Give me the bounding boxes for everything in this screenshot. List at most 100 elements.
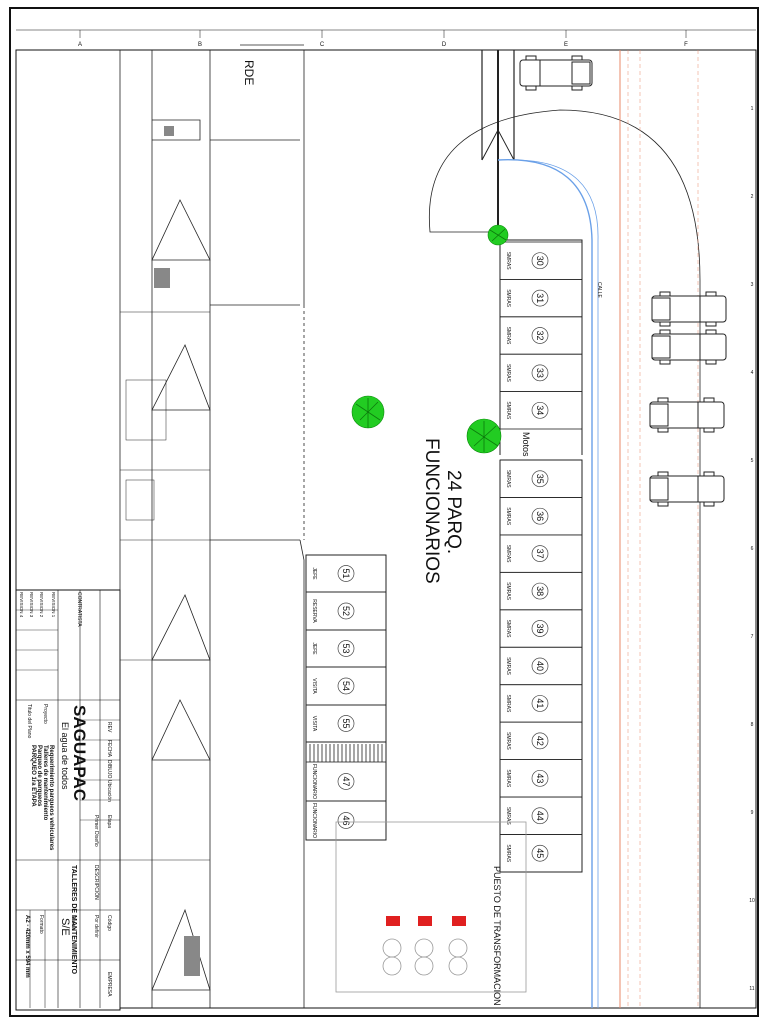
transformer-icon (418, 916, 432, 926)
stall-number: 53 (341, 643, 351, 653)
stall-type-label: SMRAS (505, 252, 511, 270)
stall-number-circle (531, 844, 549, 862)
row-label: 10 (749, 898, 755, 904)
tree-texture (355, 228, 507, 452)
truck-icon-2 (651, 329, 727, 365)
stall-tag-label: VISITA (311, 716, 317, 732)
row-label: 2 (751, 194, 754, 200)
stall-number-circle (531, 769, 549, 787)
row-label: 4 (751, 370, 754, 376)
stall-number: 31 (535, 293, 545, 303)
description-line-2: Talleres de mantenimiento (42, 745, 48, 821)
stall-type-label: SMRAS (505, 732, 511, 750)
stall-type-label: SMRAS (505, 364, 511, 382)
etapa-label: Etapa (106, 815, 112, 828)
stall-number-circle (531, 657, 549, 675)
stall-number: 43 (535, 773, 545, 783)
parking-right-stalls: 30SMRAS31SMRAS32SMRAS33SMRAS34SMRAS35SMR… (499, 241, 583, 873)
scale-label: Escala (70, 915, 76, 930)
stall-type-label: SMRAS (505, 545, 511, 563)
stall-number: 32 (535, 330, 545, 340)
stall-number-circle (337, 602, 355, 620)
title-block: SAGUAPAC El agua de todos Requerimiento … (15, 589, 121, 1011)
row-label: 11 (749, 986, 754, 992)
stall-number: 36 (535, 511, 545, 521)
stall-type-label: SMRAS (505, 695, 511, 713)
dibujo-label: DIBUJO (106, 760, 112, 778)
stall-number: 44 (535, 811, 545, 821)
stall-number-circle (531, 732, 549, 750)
stall-type-label: SMRAS (505, 327, 511, 345)
stall-tag-label: VISITA (311, 678, 317, 694)
stall-tag-label: RESERVA (311, 599, 317, 623)
truck-icon-3 (649, 397, 725, 433)
stall-number: 40 (535, 661, 545, 671)
building-fill-blocks (154, 126, 200, 976)
proyecto-label: Proyecto (42, 704, 48, 724)
row-label: 8 (751, 722, 754, 728)
description-line-1: Requerimiento parqueos vehiculares (48, 745, 54, 851)
stall-type-label: SMRAS (505, 507, 511, 525)
vehicle-icons (519, 55, 727, 507)
truck-icon-top (519, 55, 593, 91)
row-label: 6 (751, 546, 754, 552)
stall-type-label: SMRAS (505, 582, 511, 600)
revision-4: REVISION 4 (19, 592, 24, 618)
tree-icon (351, 224, 509, 454)
stall-number: 46 (341, 815, 351, 825)
stall-number: 55 (341, 718, 351, 728)
titulo-label: Titulo del Plano (26, 704, 32, 738)
parking-stall (499, 391, 583, 430)
stall-number-circle (337, 773, 355, 790)
main-parking-label-line2: FUNCIONARIOS (421, 438, 442, 584)
truck-icon-4 (649, 471, 725, 507)
motos-label: Motos (521, 432, 531, 457)
fecha-label: FECHA (106, 740, 112, 758)
stall-number-circle (337, 640, 355, 657)
codigo-label: Código (106, 915, 112, 931)
rev-label: REV (106, 722, 112, 733)
stall-number-circle (531, 327, 549, 344)
stall-number-circle (337, 677, 355, 695)
stall-tag-label: FUNCIONARIO (311, 764, 317, 799)
contratista-label: CONTRATISTA (76, 592, 82, 627)
stall-number: 34 (535, 405, 545, 415)
description-line-3: Parqueo de parqueos (36, 745, 42, 807)
company-logo-text: SAGUAPAC (70, 705, 89, 801)
stall-number: 30 (535, 256, 545, 266)
parking-stall (499, 834, 583, 873)
stall-type-label: SMRAS (505, 470, 511, 488)
stall-number-circle (531, 695, 549, 712)
stall-number: 33 (535, 368, 545, 378)
format-value: A2 - 420mm x 594 mm (24, 915, 30, 978)
stall-number: 35 (535, 474, 545, 484)
revision-3: REVISION 3 (29, 592, 34, 618)
revision-1: REVISION 1 (51, 592, 56, 618)
stall-number: 42 (535, 736, 545, 746)
row-label: 7 (751, 634, 754, 640)
stall-type-label: SMRAS (505, 289, 511, 307)
stall-type-label: SMRAS (505, 620, 511, 638)
transformer-station (335, 821, 527, 993)
building-outline (119, 44, 305, 1008)
row-label: 1 (751, 106, 754, 112)
stall-number-circle (337, 715, 355, 732)
stall-number-circle (531, 582, 549, 600)
stall-number-circle (531, 401, 549, 419)
stall-number: 47 (341, 776, 351, 786)
parking-center-outline (305, 554, 387, 841)
truck-icon-1 (651, 291, 727, 327)
stall-number-circle (531, 807, 549, 825)
column-label: F (684, 42, 688, 48)
parking-center-stalls: 51JEFE52RESERVA53JEFE54VISITA55VISITA47F… (305, 554, 387, 841)
stall-number-circle (337, 812, 355, 829)
stall-tag-label: JEFE (311, 567, 317, 580)
stall-number: 38 (535, 586, 545, 596)
transformer-icon (386, 916, 400, 926)
site-boundary (428, 50, 701, 1008)
stall-type-label: SMRAS (505, 807, 511, 825)
stall-number-circle (531, 620, 549, 637)
stall-number: 37 (535, 549, 545, 559)
